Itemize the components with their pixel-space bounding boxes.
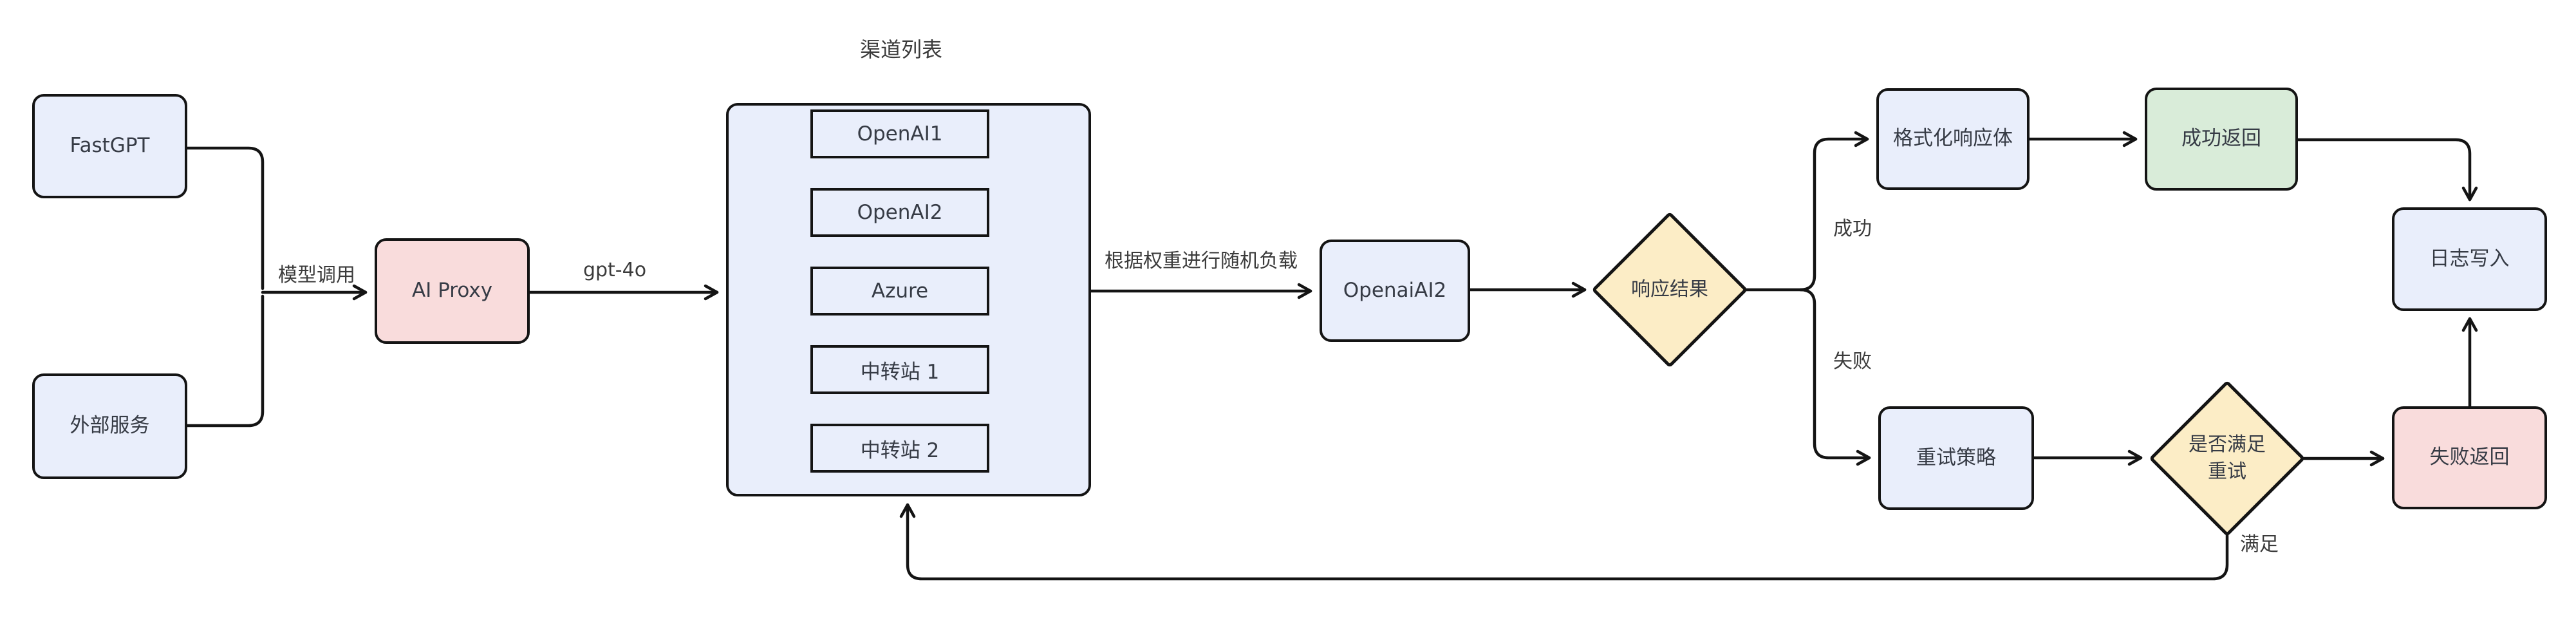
node-retry-strategy-label: 重试策略 <box>1916 446 1996 469</box>
edge-fastgpt-merge <box>185 146 265 290</box>
edge-response-retry <box>1798 288 1871 466</box>
edge-label-fail: 失败 <box>1833 350 1872 373</box>
channel-item-relay1: 中转站 1 <box>810 345 989 394</box>
channel-item-openai1-label: OpenAI1 <box>857 122 943 146</box>
node-success-return: 成功返回 <box>2145 88 2298 191</box>
channel-item-openai2-label: OpenAI2 <box>857 201 943 224</box>
node-openai-ai2: OpenaiAI2 <box>1320 240 1470 342</box>
edge-label-weighted-load: 根据权重进行随机负载 <box>1105 250 1298 272</box>
node-success-return-label: 成功返回 <box>2181 127 2261 151</box>
channel-item-azure: Azure <box>810 267 989 316</box>
node-fail-return: 失败返回 <box>2392 406 2547 509</box>
node-format-response-label: 格式化响应体 <box>1893 127 2013 151</box>
node-openai-ai2-label: OpenaiAI2 <box>1343 278 1447 302</box>
channel-item-openai2: OpenAI2 <box>810 188 989 237</box>
channel-item-relay1-label: 中转站 1 <box>860 360 940 384</box>
node-log-write-label: 日志写入 <box>2429 247 2510 270</box>
node-fastgpt: FastGPT <box>32 94 187 198</box>
edge-success-log <box>2296 138 2478 202</box>
edge-label-satisfied: 满足 <box>2240 533 2279 556</box>
node-fail-return-label: 失败返回 <box>2429 446 2510 469</box>
edge-external-merge <box>185 294 265 428</box>
node-format-response: 格式化响应体 <box>1876 88 2030 190</box>
node-retry-strategy: 重试策略 <box>1878 406 2034 510</box>
node-external-service: 外部服务 <box>32 373 187 479</box>
edge-label-gpt4o: gpt-4o <box>583 259 647 281</box>
edge-label-model-call: 模型调用 <box>278 264 355 287</box>
node-ai-proxy-label: AI Proxy <box>411 279 493 303</box>
node-log-write: 日志写入 <box>2392 207 2547 311</box>
node-fastgpt-label: FastGPT <box>70 134 150 158</box>
edge-check-loop-channels <box>899 503 2229 581</box>
channel-item-relay2-label: 中转站 2 <box>860 438 940 462</box>
channel-list-title: 渠道列表 <box>859 37 942 62</box>
node-ai-proxy: AI Proxy <box>375 238 530 344</box>
channel-item-openai1: OpenAI1 <box>810 109 989 158</box>
channel-item-azure-label: Azure <box>871 279 929 303</box>
edge-label-success: 成功 <box>1833 218 1872 240</box>
node-external-service-label: 外部服务 <box>70 414 150 438</box>
channel-item-relay2: 中转站 2 <box>810 424 989 473</box>
